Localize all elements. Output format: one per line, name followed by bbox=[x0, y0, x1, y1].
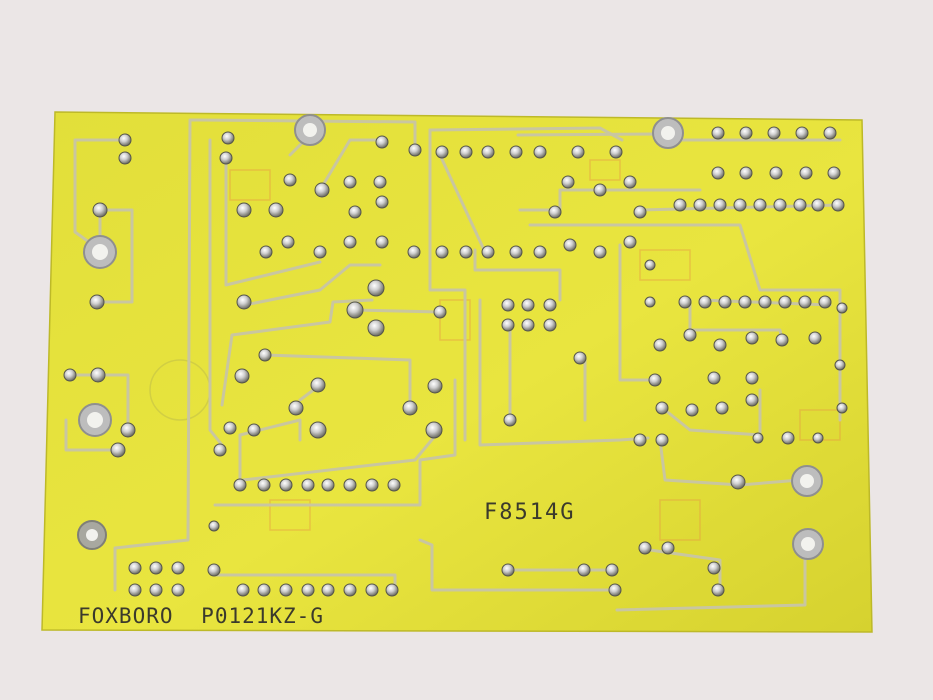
board-model-code: F8514G bbox=[484, 500, 576, 525]
board-brand-label: FOXBORO P0121KZ-G bbox=[78, 604, 324, 628]
brand-name: FOXBORO bbox=[78, 604, 174, 628]
part-number: P0121KZ-G bbox=[201, 604, 324, 628]
mounting-holes bbox=[77, 114, 824, 560]
traces bbox=[64, 118, 842, 612]
solder-joints bbox=[63, 126, 848, 597]
circuit-board bbox=[41, 111, 873, 633]
